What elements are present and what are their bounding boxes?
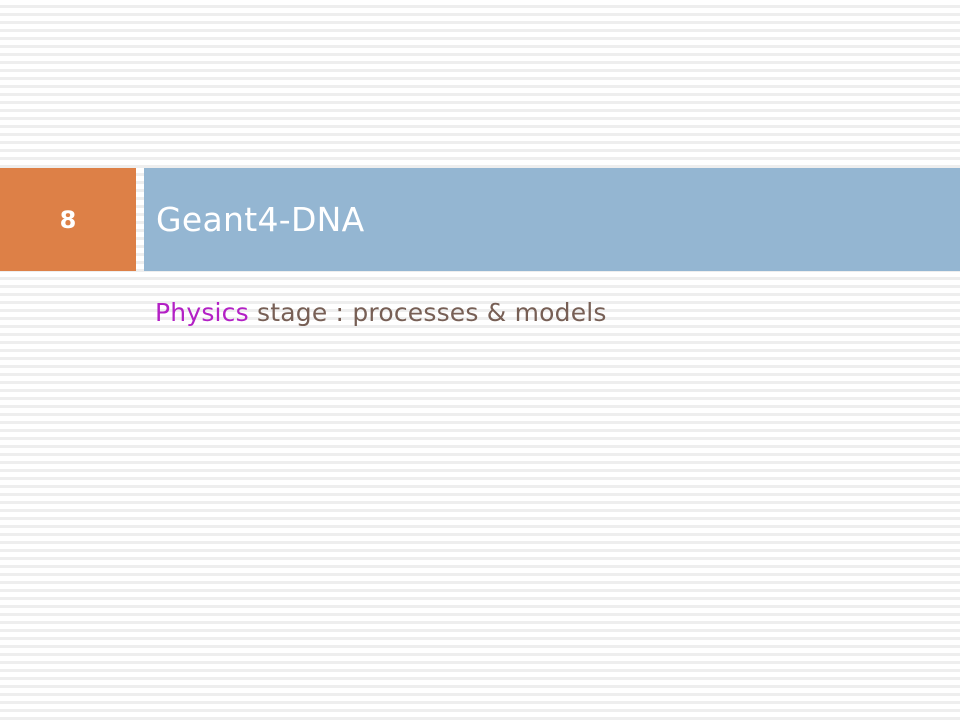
slide-title: Geant4-DNA (156, 200, 365, 239)
subtitle-rest-text: stage : processes & models (248, 298, 607, 327)
slide-number: 8 (59, 205, 77, 234)
subtitle-highlight-word: Physics (155, 298, 249, 327)
slide-number-box: 8 (0, 168, 136, 271)
slide-subtitle: Physics stage : processes & models (155, 298, 607, 327)
slide-title-bar: Geant4-DNA (144, 168, 960, 271)
